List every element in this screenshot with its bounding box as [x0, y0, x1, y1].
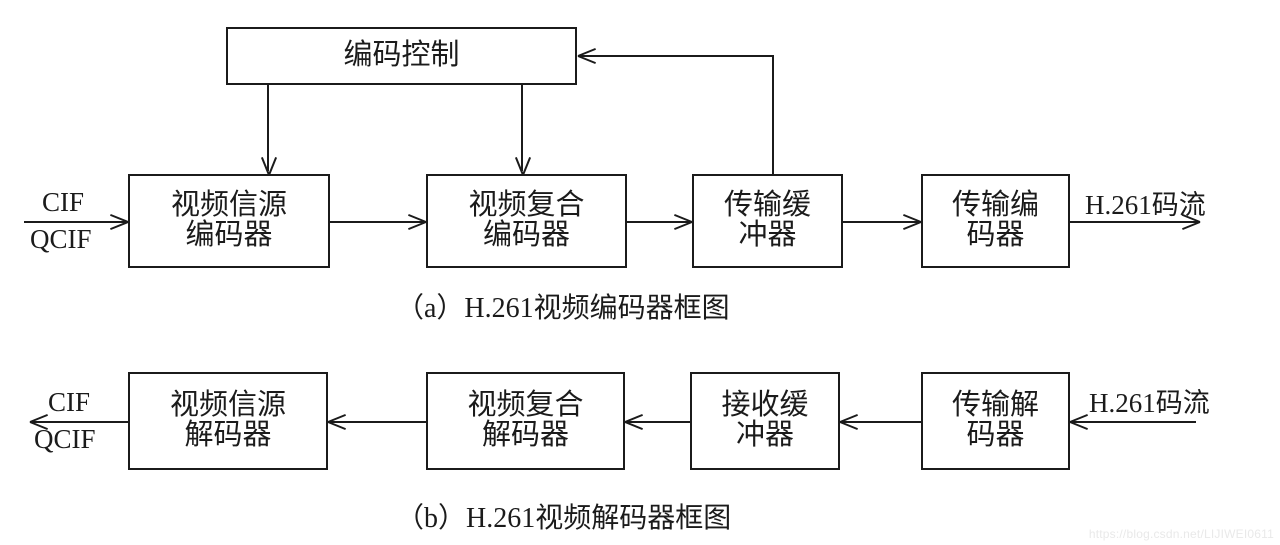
caption-encoder: （a）H.261视频编码器框图 — [396, 293, 730, 324]
block-receive-buffer-line1: 接收缓 — [721, 389, 809, 422]
block-video-source-encoder-line1: 视频信源 — [170, 189, 287, 222]
block-receive-buffer[interactable]: 接收缓 冲器 — [690, 372, 840, 470]
feedback-horizontal-line — [580, 55, 774, 57]
block-video-multiplex-encoder-line1: 视频复合 — [468, 189, 585, 222]
decoder-output-label-qcif: QCIF — [34, 424, 96, 454]
block-video-source-encoder[interactable]: 视频信源 编码器 — [128, 174, 330, 268]
encoder-link-source-to-multiplex — [330, 221, 424, 223]
block-video-multiplex-encoder[interactable]: 视频复合 编码器 — [426, 174, 627, 268]
block-video-source-encoder-line2: 编码器 — [185, 219, 273, 251]
encoder-output-line — [1070, 221, 1198, 223]
block-transmission-buffer[interactable]: 传输缓 冲器 — [692, 174, 843, 268]
decoder-link-buffer-to-multiplex — [625, 421, 690, 423]
block-transmission-encoder-line1: 传输编 — [951, 189, 1039, 222]
block-video-source-decoder[interactable]: 视频信源 解码器 — [128, 372, 328, 470]
decoder-link-multiplex-to-source — [328, 421, 426, 423]
block-receive-buffer-line2: 冲器 — [735, 419, 794, 451]
encoder-output-label: H.261码流 — [1085, 190, 1206, 220]
block-transmission-encoder[interactable]: 传输编 码器 — [921, 174, 1070, 268]
block-video-multiplex-encoder-line2: 编码器 — [482, 219, 570, 251]
control-to-multiplex-encoder-line — [521, 85, 523, 171]
feedback-vertical-line — [772, 55, 774, 175]
block-video-multiplex-decoder[interactable]: 视频复合 解码器 — [426, 372, 625, 470]
encoder-input-line — [24, 221, 126, 223]
encoder-link-multiplex-to-buffer — [627, 221, 690, 223]
block-video-multiplex-decoder-line1: 视频复合 — [467, 389, 584, 422]
block-video-source-decoder-line2: 解码器 — [184, 419, 272, 451]
watermark-text: https://blog.csdn.net/LIJIWEI0611 — [1088, 527, 1274, 541]
block-transmission-decoder-line2: 码器 — [966, 419, 1025, 451]
block-transmission-buffer-line2: 冲器 — [738, 219, 797, 251]
decoder-link-transmission-decoder-to-buffer — [840, 421, 921, 423]
block-video-source-decoder-line1: 视频信源 — [169, 389, 286, 422]
encoder-input-label-cif: CIF — [42, 187, 85, 217]
block-encoding-control[interactable]: 编码控制 — [226, 27, 577, 85]
block-transmission-decoder-line1: 传输解 — [951, 389, 1039, 422]
decoder-input-line — [1070, 421, 1196, 423]
decoder-input-label: H.261码流 — [1089, 388, 1210, 418]
block-transmission-encoder-line2: 码器 — [966, 219, 1025, 251]
decoder-output-label-cif: CIF — [48, 387, 91, 417]
block-transmission-decoder[interactable]: 传输解 码器 — [921, 372, 1070, 470]
control-to-source-encoder-line — [267, 85, 269, 171]
block-transmission-buffer-line1: 传输缓 — [723, 189, 811, 222]
block-encoding-control-line1: 编码控制 — [343, 39, 460, 72]
caption-decoder: （b）H.261视频解码器框图 — [396, 503, 732, 534]
block-video-multiplex-decoder-line2: 解码器 — [481, 419, 569, 451]
decoder-output-line — [30, 421, 128, 423]
encoder-input-label-qcif: QCIF — [30, 224, 92, 254]
encoder-link-buffer-to-transmission-encoder — [843, 221, 919, 223]
